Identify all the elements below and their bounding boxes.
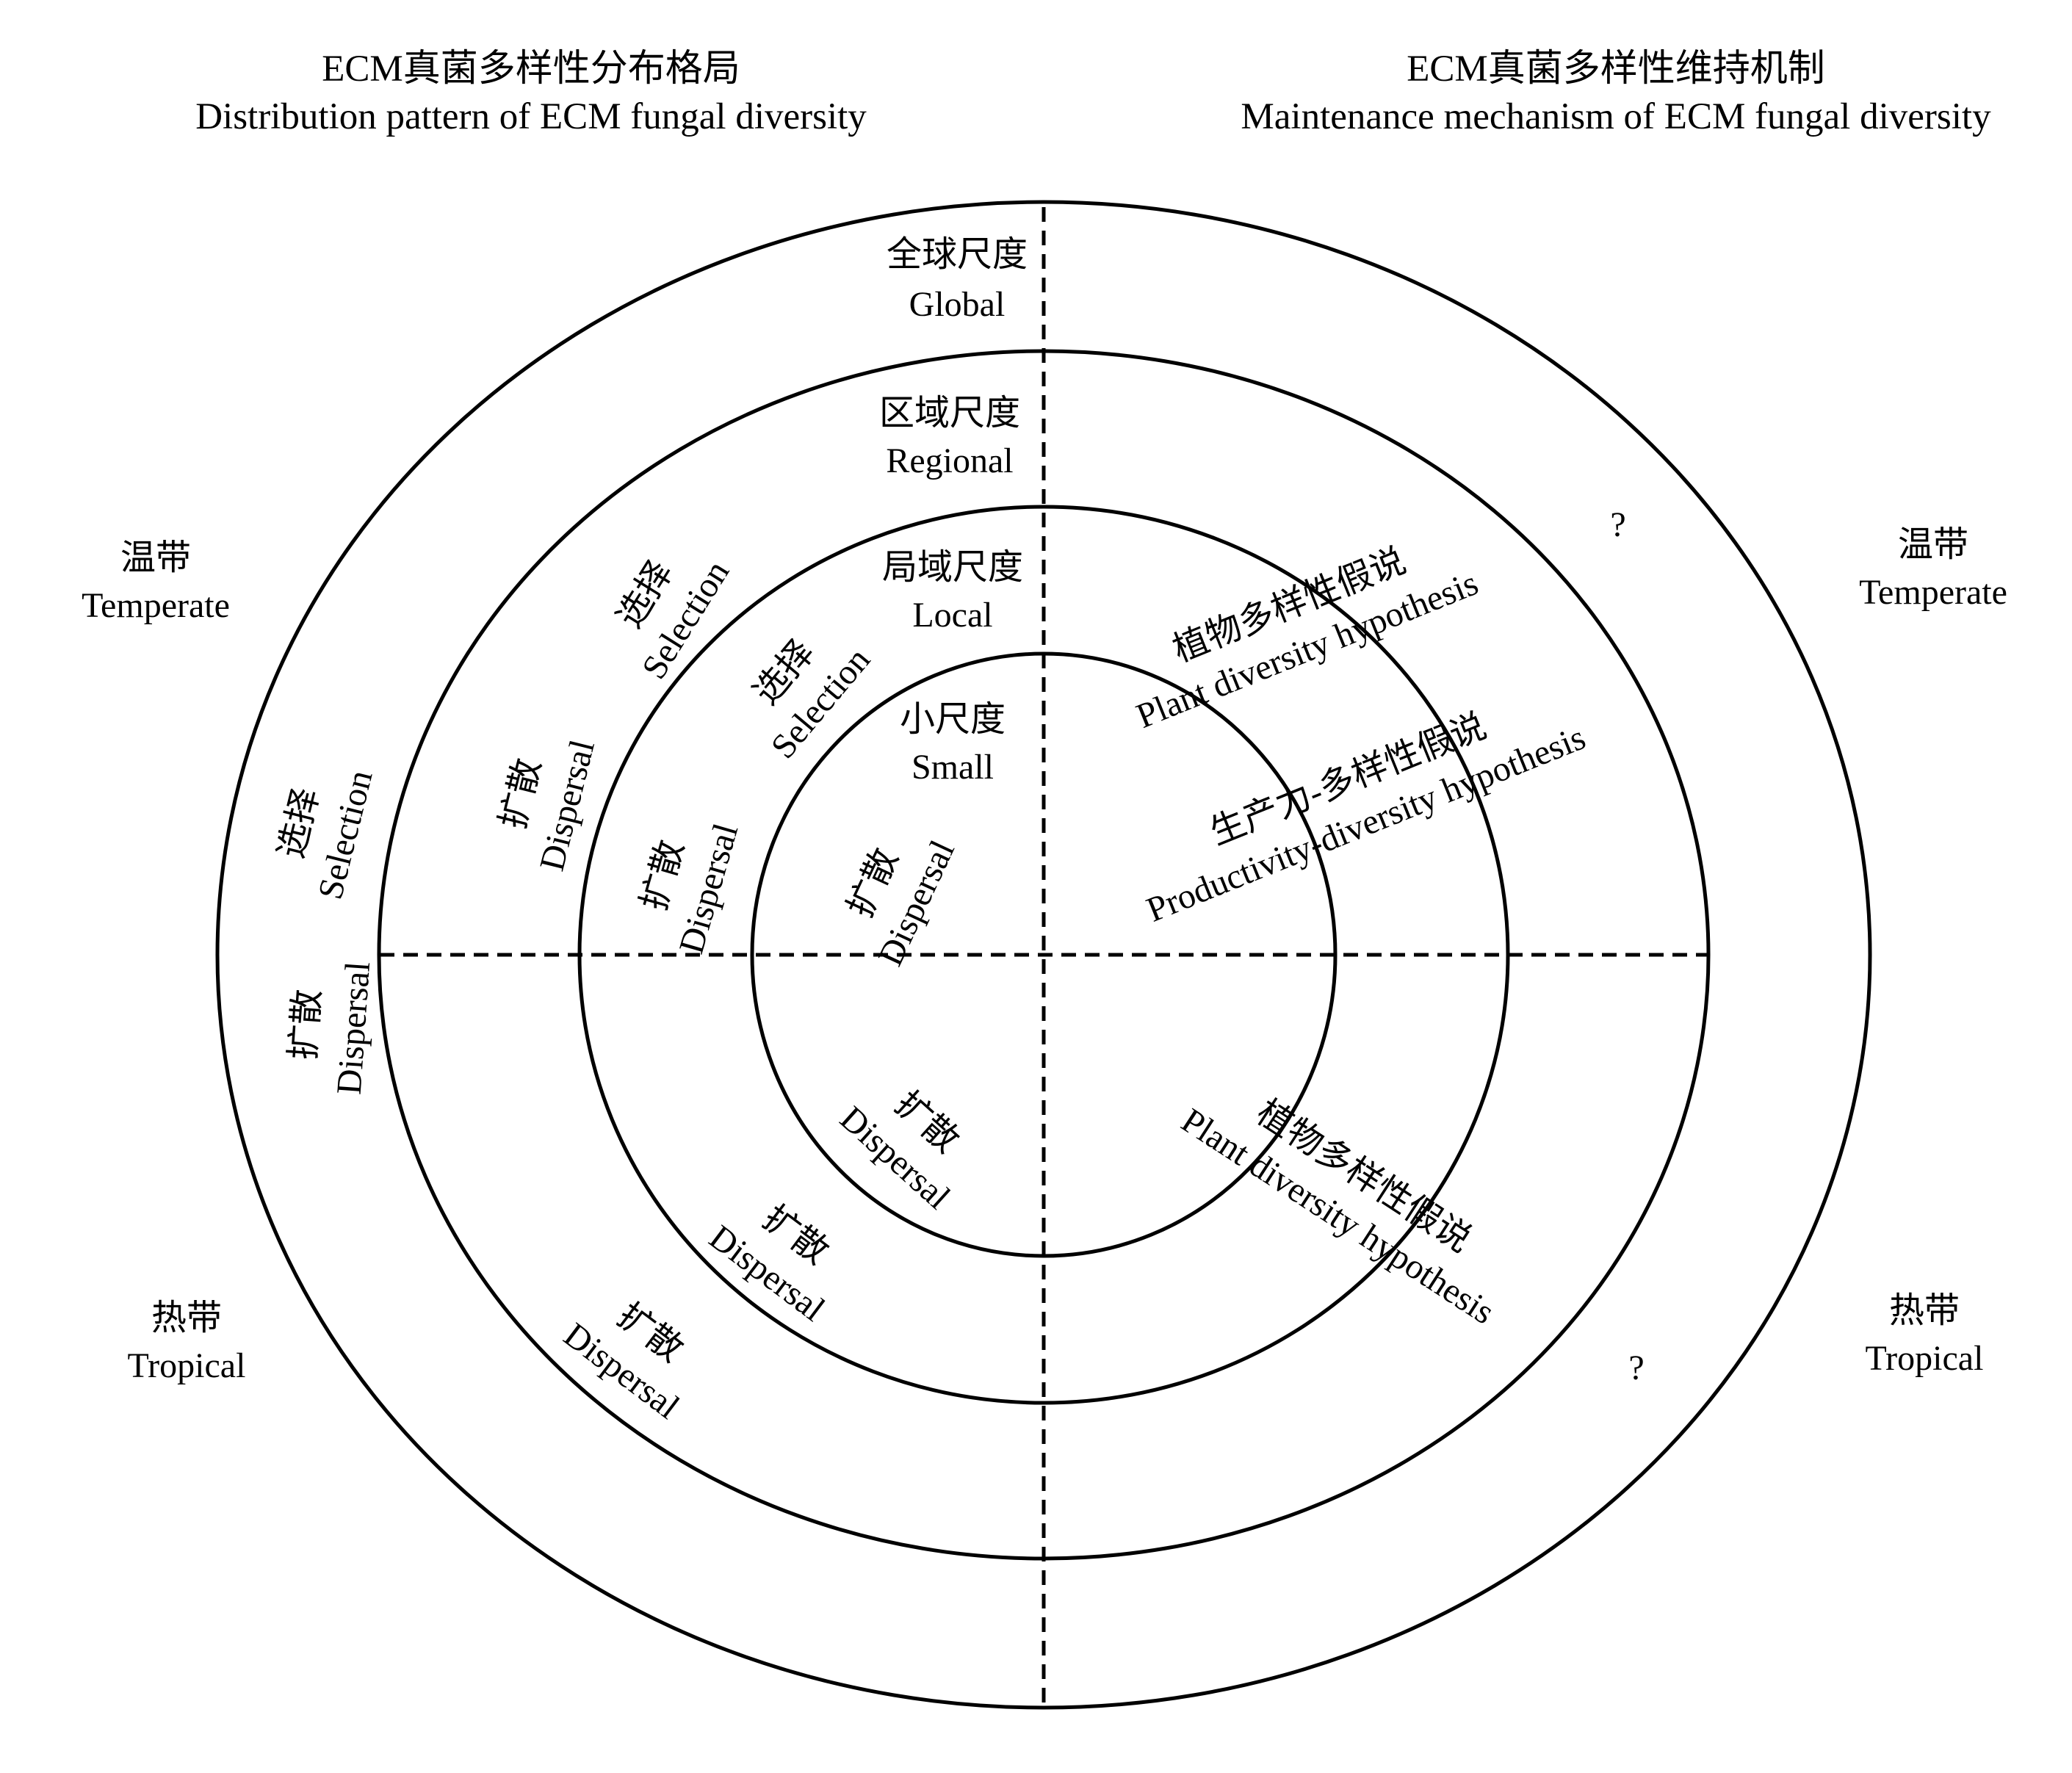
global-label-cn: 全球尺度	[887, 235, 1028, 274]
temperate-left-cn: 温带	[120, 538, 191, 577]
regional-label-en: Regional	[886, 441, 1013, 480]
regional-selection-temperate: 选择 Selection	[610, 554, 737, 686]
outer-dispersal-tropical: 扩散 Dispersal	[284, 960, 378, 1096]
outer-selection-temperate: 选择 Selection	[272, 766, 380, 903]
local-dispersal-tropical: 扩散 Dispersal	[702, 1199, 836, 1329]
temperate-left-en: Temperate	[82, 586, 230, 625]
tropical-left-en: Tropical	[128, 1346, 246, 1385]
unknown-mark-tropical: ?	[1628, 1348, 1644, 1387]
tropical-right-en: Tropical	[1866, 1339, 1984, 1378]
regional-dispersal-temperate-cn: 扩散	[494, 755, 549, 833]
tropical-left-cn: 热带	[151, 1299, 222, 1337]
outer-selection-temperate-en: Selection	[311, 766, 380, 903]
outer-dispersal-tropical-cn: 扩散	[284, 988, 328, 1061]
outer-selection-temperate-cn: 选择	[272, 784, 327, 862]
unknown-mark-temperate: ?	[1610, 505, 1625, 544]
temperate-right-en: Temperate	[1859, 573, 2007, 612]
tropical-right-cn: 热带	[1889, 1291, 1960, 1330]
temperate-right-cn: 温带	[1898, 525, 1968, 564]
local-dispersal-temperate-cn: 扩散	[635, 837, 691, 915]
outer-dispersal-tropical-en: Dispersal	[330, 960, 378, 1096]
local-dispersal-temperate: 扩散 Dispersal	[635, 819, 746, 958]
right-header-cn: ECM真菌多样性维持机制	[1407, 48, 1825, 90]
right-header-en: Maintenance mechanism of ECM fungal dive…	[1241, 96, 1991, 137]
left-header-cn: ECM真菌多样性分布格局	[322, 48, 740, 90]
regional-dispersal-tropical: 扩散 Dispersal	[557, 1296, 690, 1427]
local-selection-temperate: 选择 Selection	[746, 633, 878, 766]
quadrant-axes	[380, 207, 1708, 1710]
left-header-en: Distribution pattern of ECM fungal diver…	[195, 96, 867, 137]
small-dispersal-tropical: 扩散 Dispersal	[832, 1084, 966, 1216]
small-label-en: Small	[912, 748, 994, 787]
local-label-cn: 局域尺度	[882, 548, 1023, 587]
regional-dispersal-temperate: 扩散 Dispersal	[494, 736, 602, 875]
small-dispersal-temperate: 扩散 Dispersal	[841, 834, 963, 972]
local-dispersal-temperate-en: Dispersal	[672, 819, 746, 958]
local-label-en: Local	[912, 596, 992, 635]
regional-label-cn: 区域尺度	[879, 394, 1020, 433]
small-label-cn: 小尺度	[900, 700, 1006, 739]
ring-global	[215, 200, 1872, 1710]
global-label-en: Global	[909, 285, 1006, 324]
